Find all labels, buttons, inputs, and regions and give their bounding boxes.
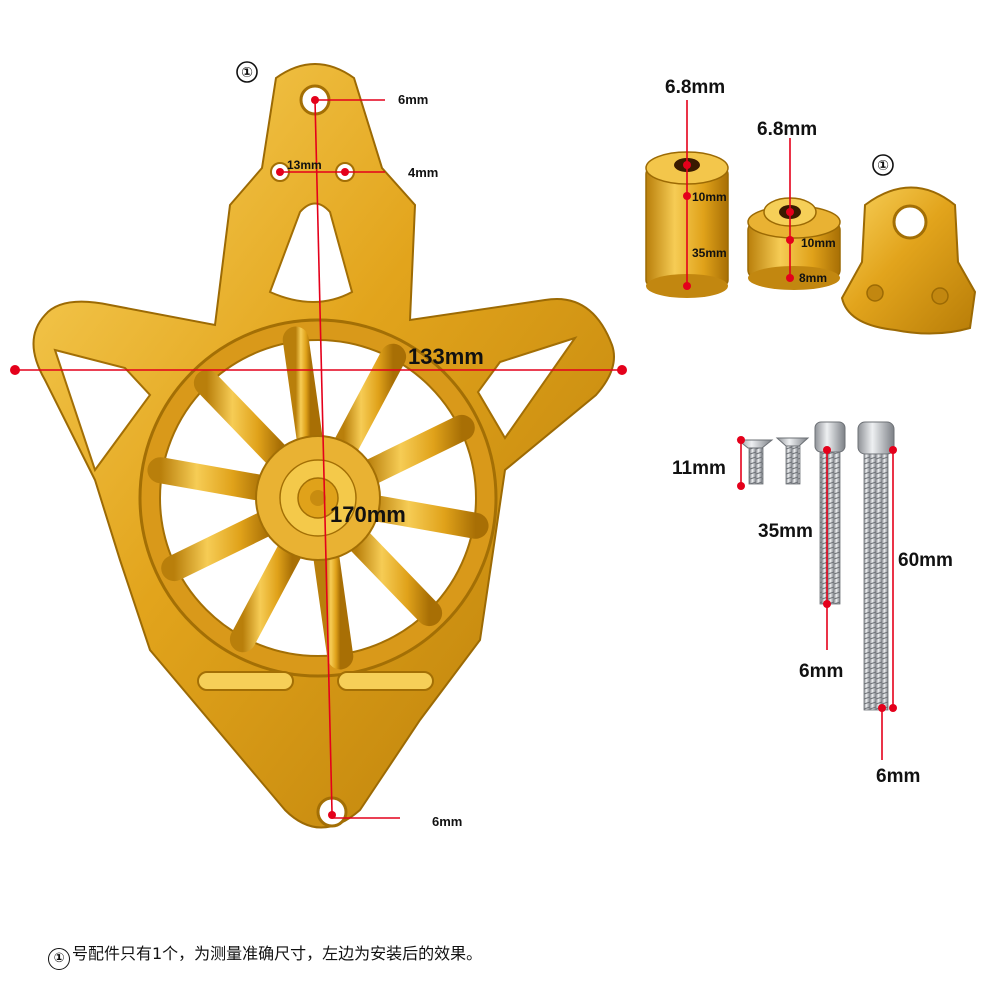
bolt-short-2 (775, 437, 810, 485)
label-medium-bolt-diameter: 6mm (799, 661, 843, 682)
label-short-top: 10mm (801, 236, 836, 250)
bracket-measure-dots (10, 96, 627, 819)
label-tall-bore: 6.8mm (665, 77, 725, 98)
bolt-measure-dots (737, 436, 897, 712)
wheel-spoke (161, 509, 282, 582)
slot-right (337, 671, 434, 691)
wheel-spoke (229, 533, 306, 653)
label-top-hole: 6mm (398, 92, 428, 107)
part-marker-tab: ① (872, 154, 894, 176)
caption-text: 号配件只有1个，为测量准确尺寸，左边为安装后的效果。 (72, 944, 483, 963)
label-short-height: 8mm (799, 271, 827, 285)
spacer-measure-dots (683, 161, 794, 290)
wheel-spoke (354, 414, 475, 487)
caption-marker: ① (48, 948, 70, 970)
part-marker-bracket: ① (236, 61, 258, 83)
tab-part (840, 186, 977, 335)
bracket-plate (32, 63, 615, 829)
svg-text:①: ① (241, 64, 253, 80)
label-hole-spacing: 13mm (287, 158, 322, 172)
label-width: 133mm (408, 344, 484, 369)
wheel-guard (138, 318, 498, 678)
bolt-short-1 (736, 439, 774, 485)
cutout-right (476, 336, 578, 440)
bolt-measure-lines (740, 440, 894, 760)
bracket-measure-lines (15, 99, 622, 819)
label-medium-bolt-length: 35mm (758, 521, 813, 542)
cutout-left (53, 348, 152, 473)
label-long-bolt-length: 60mm (898, 550, 953, 571)
label-short-bolt-length: 11mm (672, 458, 726, 479)
wheel-spoke (330, 343, 407, 463)
label-bottom-hole: 6mm (432, 814, 462, 829)
slot-left (197, 671, 294, 691)
wheel-spoke (147, 457, 277, 502)
label-tall-top: 10mm (692, 190, 727, 204)
wheel-spoke (282, 326, 324, 457)
label-height: 170mm (330, 502, 406, 527)
wheel-spoke (312, 539, 354, 670)
cutout-top (268, 202, 354, 303)
wheel-spoke (343, 524, 443, 627)
label-small-hole: 4mm (408, 165, 438, 180)
bolt-long (857, 421, 895, 711)
svg-text:①: ① (877, 157, 889, 173)
wheel-spoke (193, 369, 293, 472)
label-long-bolt-diameter: 6mm (876, 766, 920, 787)
label-tall-height: 35mm (692, 246, 727, 260)
bolt-medium (814, 421, 846, 605)
wheel-spoke (359, 494, 489, 539)
label-short-bore: 6.8mm (757, 119, 817, 140)
